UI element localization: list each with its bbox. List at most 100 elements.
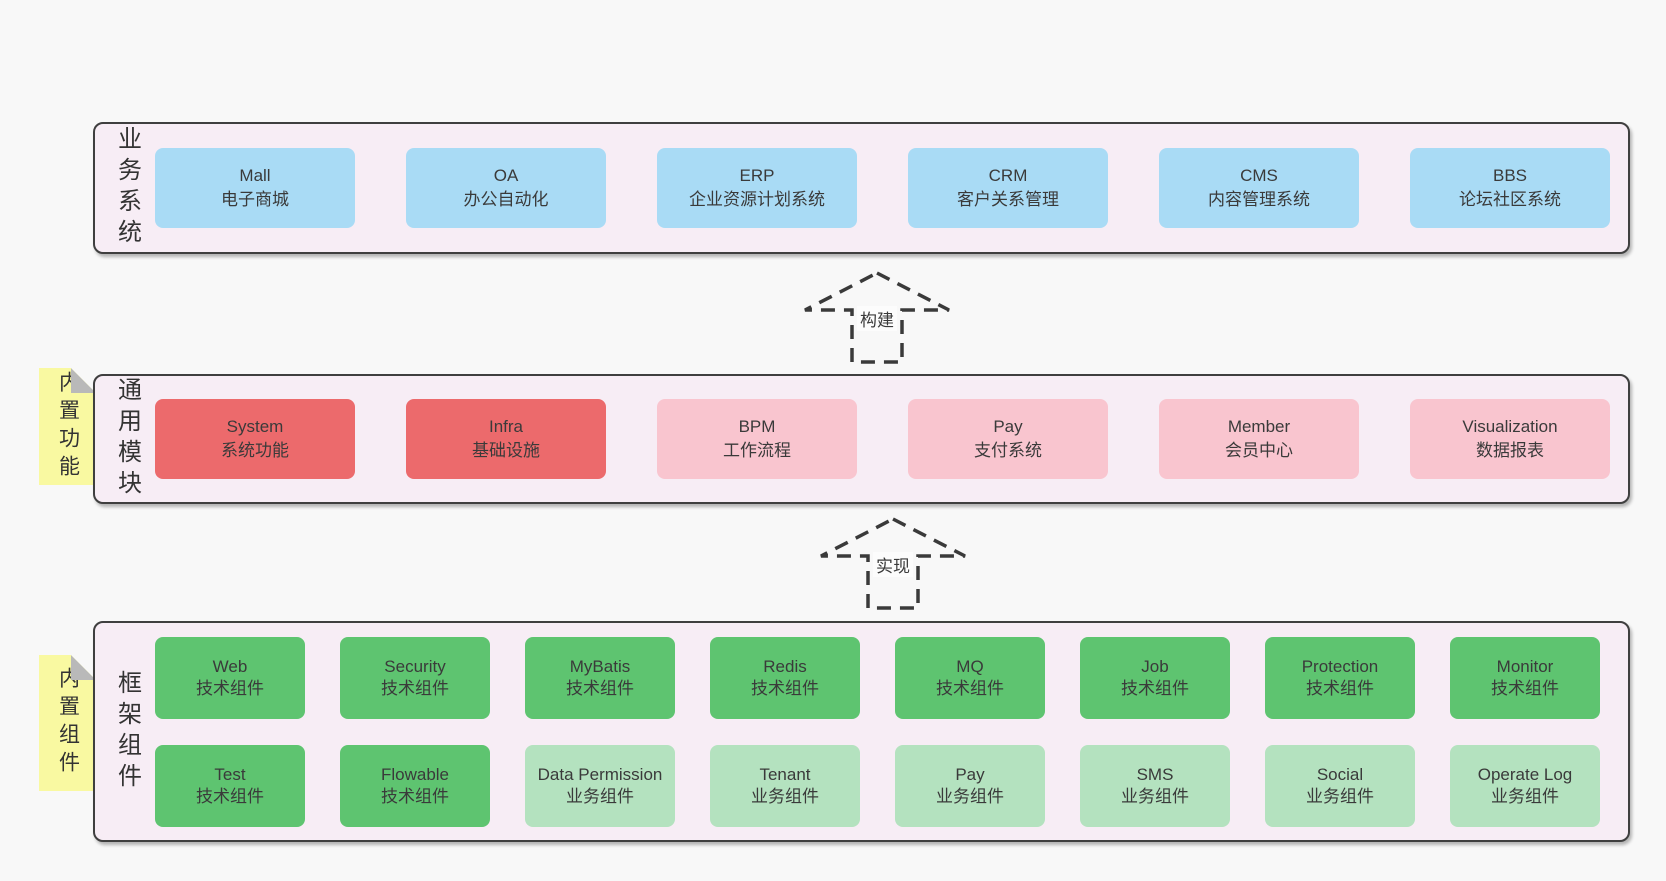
box-subtitle: 基础设施 [472,441,540,460]
box-title: Operate Log [1477,764,1573,784]
box-subtitle: 业务组件 [936,787,1004,806]
box-subtitle: 技术组件 [381,787,449,806]
box-subtitle: 业务组件 [566,787,634,806]
box-bbs: BBS 论坛社区系统 [1410,148,1610,228]
box-title: Pay [993,416,1023,436]
box-title: Pay [955,764,985,784]
components-row-1: Web 技术组件 Security 技术组件 MyBatis 技术组件 Redi… [155,637,1628,719]
box-subtitle: 技术组件 [196,679,264,698]
box-pay-module: Pay 支付系统 [908,399,1108,479]
box-title: MQ [956,656,984,676]
box-title: Member [1227,416,1291,436]
layer-label-framework-components: 框架组件 [113,669,141,794]
box-sms: SMS 业务组件 [1080,745,1230,827]
box-subtitle: 企业资源计划系统 [689,190,825,209]
box-subtitle: 技术组件 [1121,679,1189,698]
modules-boxes-row: System 系统功能 Infra 基础设施 BPM 工作流程 Pay 支付系统… [155,376,1628,502]
box-title: Tenant [759,764,811,784]
box-system: System 系统功能 [155,399,355,479]
box-subtitle: 电子商城 [221,190,289,209]
box-title: Web [212,656,248,676]
box-subtitle: 业务组件 [1491,787,1559,806]
box-subtitle: 客户关系管理 [957,190,1059,209]
box-security: Security 技术组件 [340,637,490,719]
layer-label-business-systems: 业务系统 [113,126,141,250]
box-data-permission: Data Permission 业务组件 [525,745,675,827]
box-title: Infra [488,416,524,436]
components-row-2: Test 技术组件 Flowable 技术组件 Data Permission … [155,745,1628,827]
box-subtitle: 支付系统 [974,441,1042,460]
box-oa: OA 办公自动化 [406,148,606,228]
box-mq: MQ 技术组件 [895,637,1045,719]
box-crm: CRM 客户关系管理 [908,148,1108,228]
box-title: CRM [988,165,1028,185]
box-subtitle: 技术组件 [566,679,634,698]
box-title: Social [1316,764,1364,784]
box-pay-component: Pay 业务组件 [895,745,1045,827]
box-subtitle: 内容管理系统 [1208,190,1310,209]
box-title: System [226,416,284,436]
box-infra: Infra 基础设施 [406,399,606,479]
box-web: Web 技术组件 [155,637,305,719]
sticky-tab-built-in-features: 内置功能 [39,368,96,485]
box-title: SMS [1136,764,1174,784]
box-mall: Mall 电子商城 [155,148,355,228]
box-operate-log: Operate Log 业务组件 [1450,745,1600,827]
layer-common-modules: 通用模块 System 系统功能 Infra 基础设施 BPM 工作流程 Pay… [93,374,1630,504]
box-title: Job [1141,656,1169,676]
box-title: Monitor [1496,656,1554,676]
box-test: Test 技术组件 [155,745,305,827]
box-social: Social 业务组件 [1265,745,1415,827]
box-subtitle: 系统功能 [221,441,289,460]
box-mybatis: MyBatis 技术组件 [525,637,675,719]
box-subtitle: 业务组件 [1121,787,1189,806]
box-subtitle: 技术组件 [1306,679,1374,698]
box-title: Visualization [1462,416,1558,436]
box-cms: CMS 内容管理系统 [1159,148,1359,228]
box-tenant: Tenant 业务组件 [710,745,860,827]
build-arrow-label: 构建 [857,306,897,331]
layer-label-common-modules: 通用模块 [113,377,141,501]
box-title: OA [493,165,519,185]
box-subtitle: 业务组件 [1306,787,1374,806]
box-title: Test [214,764,246,784]
layer-framework-components: 框架组件 Web 技术组件 Security 技术组件 MyBatis 技术组件… [93,621,1630,842]
sticky-tab-label: 内置组件 [56,667,80,779]
box-title: BPM [738,416,776,436]
components-rows: Web 技术组件 Security 技术组件 MyBatis 技术组件 Redi… [95,623,1628,827]
box-title: Redis [763,656,807,676]
box-title: Data Permission [537,764,663,784]
box-subtitle: 技术组件 [1491,679,1559,698]
box-title: Flowable [380,764,450,784]
box-subtitle: 会员中心 [1225,441,1293,460]
box-bpm: BPM 工作流程 [657,399,857,479]
implement-arrow-icon: 实现 [818,516,968,611]
box-visualization: Visualization 数据报表 [1410,399,1610,479]
box-title: ERP [739,165,775,185]
box-member: Member 会员中心 [1159,399,1359,479]
sticky-tab-label: 内置功能 [56,370,80,483]
box-job: Job 技术组件 [1080,637,1230,719]
box-subtitle: 数据报表 [1476,441,1544,460]
box-erp: ERP 企业资源计划系统 [657,148,857,228]
box-title: Security [384,656,446,676]
box-subtitle: 办公自动化 [463,190,549,209]
box-subtitle: 技术组件 [751,679,819,698]
box-title: BBS [1492,165,1528,185]
implement-arrow-label: 实现 [873,552,913,577]
sticky-tab-built-in-components: 内置组件 [39,655,96,791]
box-subtitle: 技术组件 [381,679,449,698]
business-boxes-row: Mall 电子商城 OA 办公自动化 ERP 企业资源计划系统 CRM 客户关系… [155,124,1628,252]
build-arrow-icon: 构建 [802,270,952,365]
box-redis: Redis 技术组件 [710,637,860,719]
box-subtitle: 论坛社区系统 [1459,190,1561,209]
box-subtitle: 业务组件 [751,787,819,806]
box-title: CMS [1240,165,1278,185]
box-subtitle: 工作流程 [723,441,791,460]
box-title: Protection [1301,656,1379,676]
box-subtitle: 技术组件 [936,679,1004,698]
box-monitor: Monitor 技术组件 [1450,637,1600,719]
box-subtitle: 技术组件 [196,787,264,806]
layer-business-systems: 业务系统 Mall 电子商城 OA 办公自动化 ERP 企业资源计划系统 CRM… [93,122,1630,254]
box-protection: Protection 技术组件 [1265,637,1415,719]
